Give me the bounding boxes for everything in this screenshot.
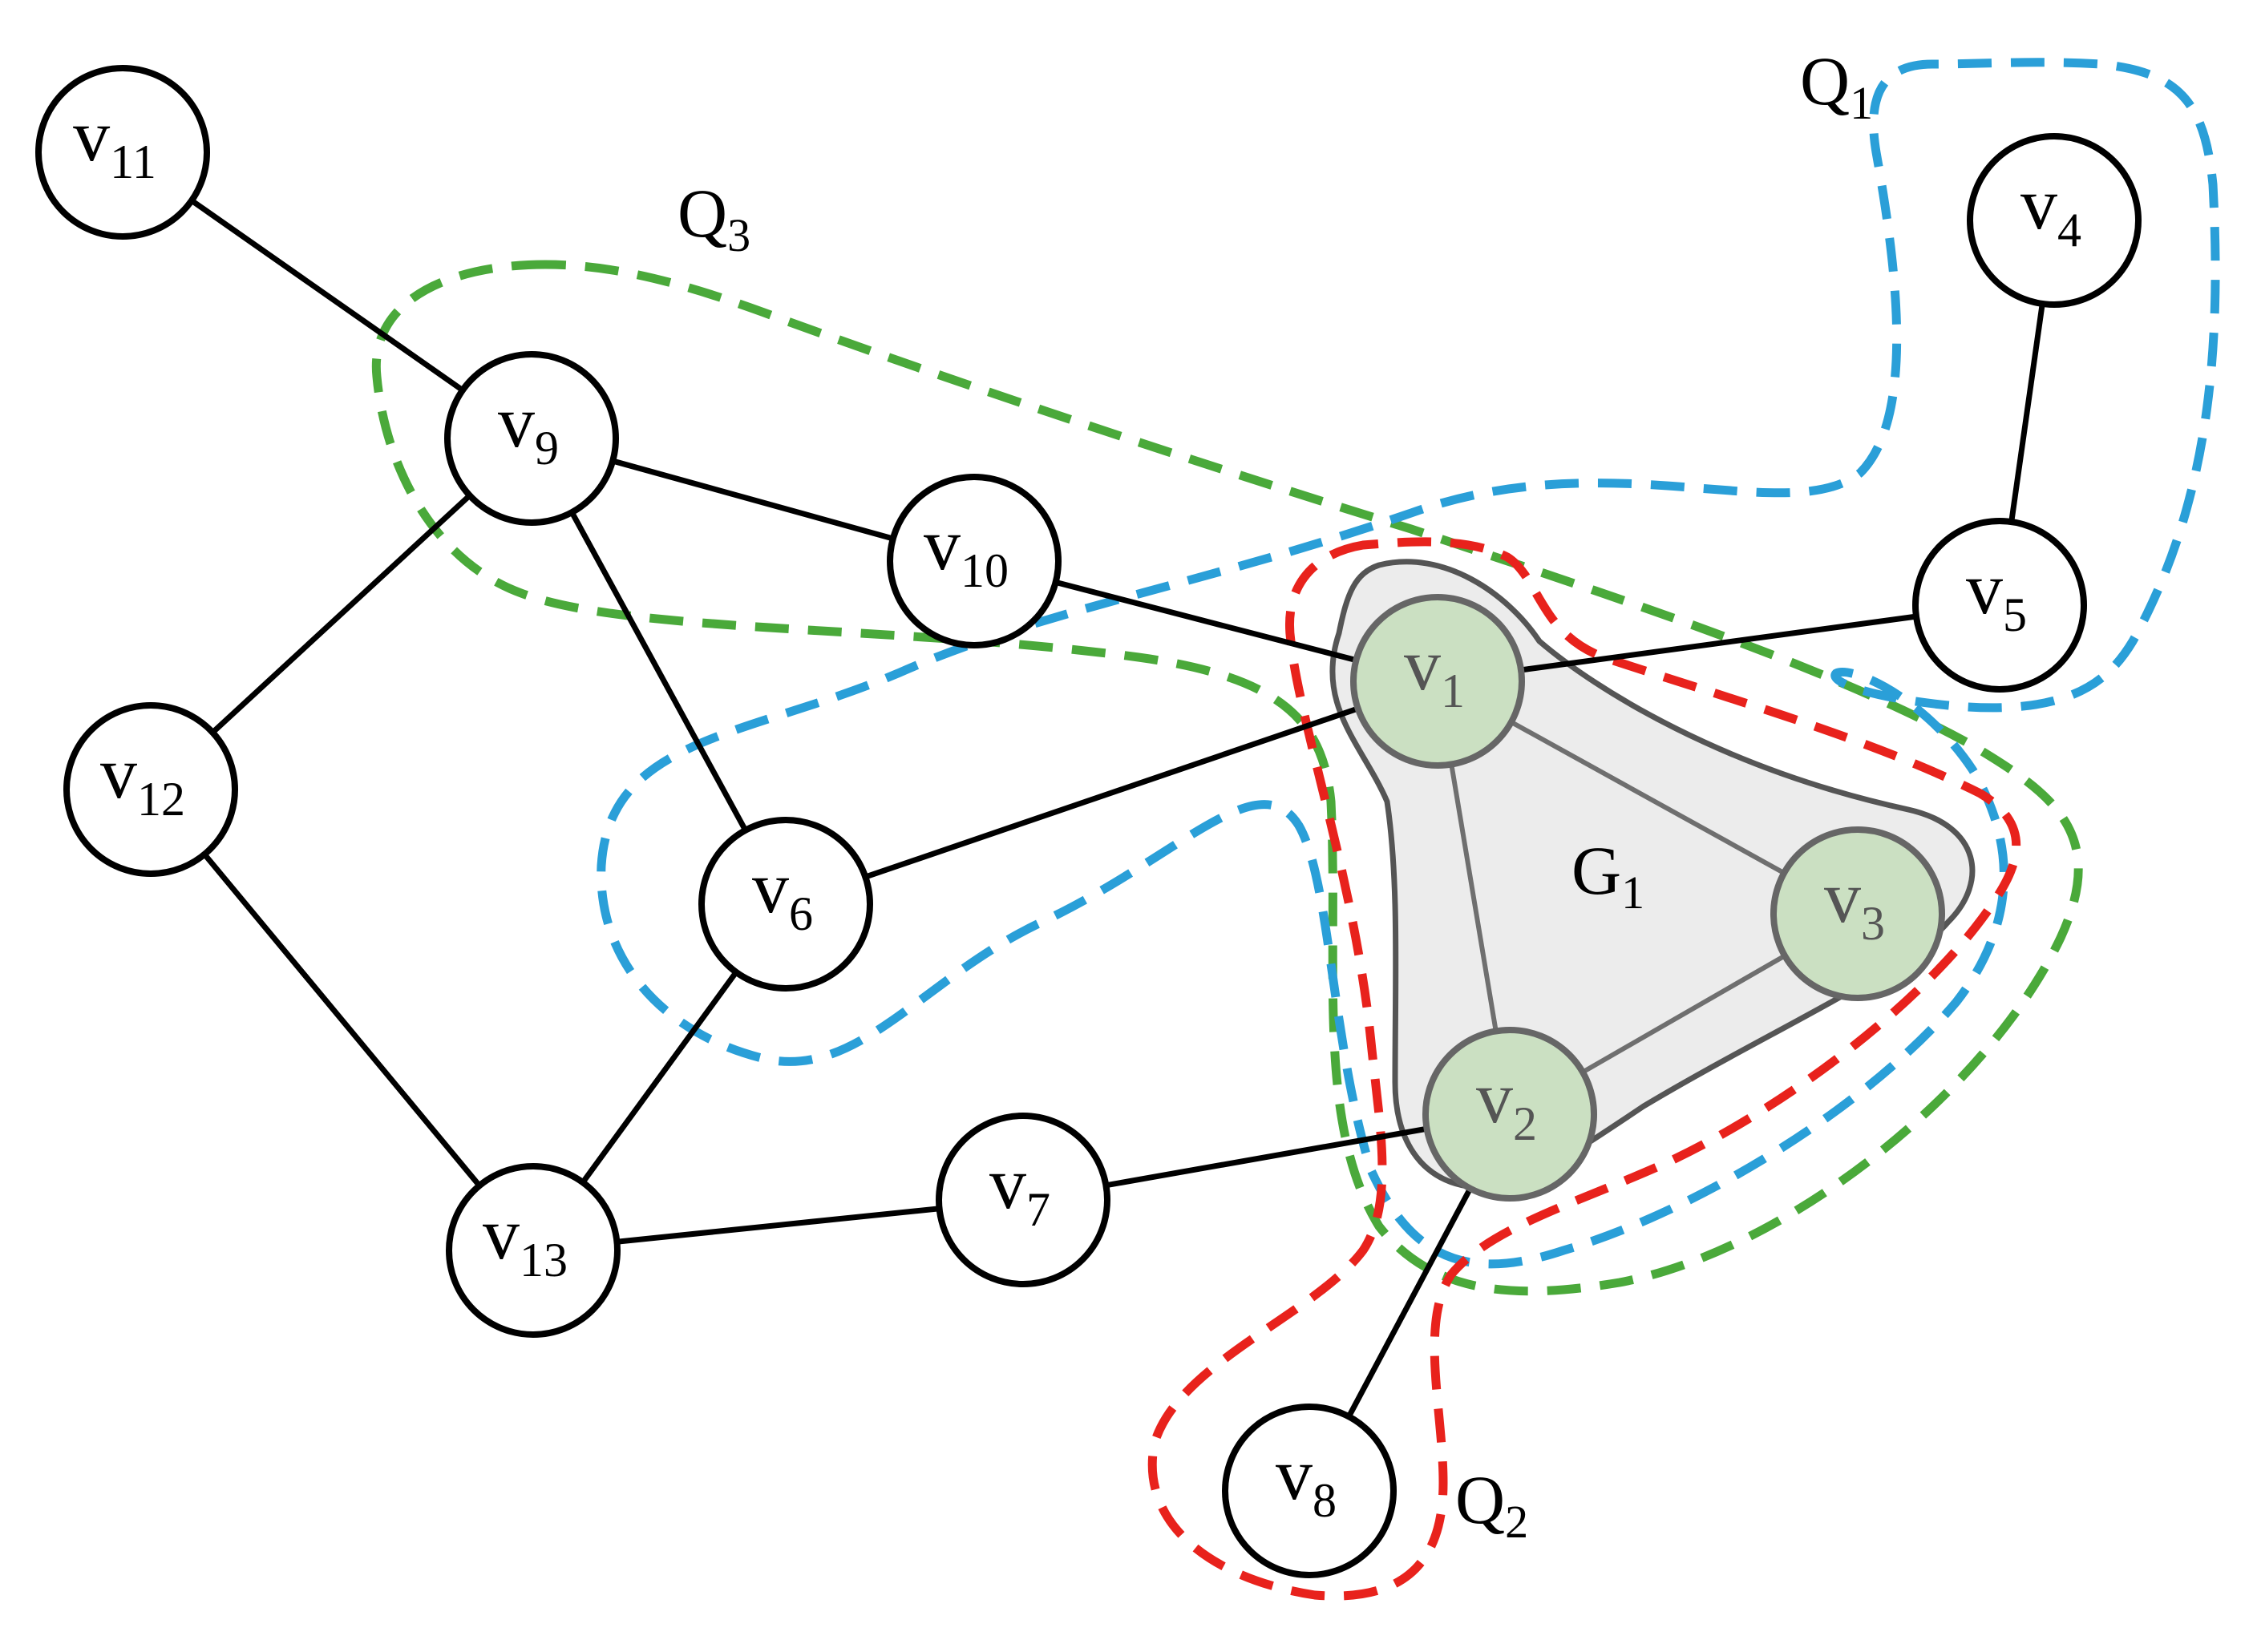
q1-label-sub: 1 [1850, 77, 1873, 129]
node-v11-label-sub: 11 [110, 135, 156, 188]
node-v12-label: v12 [100, 732, 185, 826]
node-v5: v5 [1912, 518, 2087, 693]
node-v4: v4 [1967, 133, 2142, 308]
node-v4-circle [1967, 133, 2142, 308]
node-v7-label: v7 [989, 1142, 1050, 1236]
node-v1-label: v1 [1404, 624, 1465, 717]
node-v5-label-base: v [1966, 547, 2003, 629]
node-v7-label-base: v [989, 1142, 1026, 1224]
node-v8-label-base: v [1276, 1433, 1313, 1515]
edge-v1-v5 [1437, 602, 2000, 685]
node-v13-label-sub: 13 [520, 1234, 568, 1286]
q1-label: Q1 [1800, 42, 1873, 129]
node-v2-circle [1422, 1027, 1597, 1202]
node-v6: v6 [698, 817, 873, 992]
node-v6-label-sub: 6 [789, 887, 813, 940]
node-v11-label: v11 [73, 95, 156, 188]
node-v11: v11 [35, 65, 210, 240]
node-v3-circle [1770, 826, 1945, 1001]
node-v1-circle [1350, 594, 1525, 769]
node-v7: v7 [936, 1113, 1110, 1287]
node-v7-label-sub: 7 [1026, 1183, 1050, 1236]
g1-label-base: G [1571, 832, 1621, 909]
node-v2-label-sub: 2 [1513, 1097, 1537, 1150]
node-v1: v1 [1350, 594, 1525, 769]
node-v13-label: v13 [483, 1193, 568, 1286]
node-v12-label-sub: 12 [137, 773, 185, 826]
node-v3-label: v3 [1824, 856, 1885, 950]
node-v12: v12 [63, 702, 238, 877]
node-v6-circle [698, 817, 873, 992]
node-v6-label: v6 [752, 846, 813, 940]
node-v10-circle [887, 474, 1062, 648]
node-v9-label: v9 [498, 381, 559, 475]
node-v13-circle [446, 1163, 621, 1338]
node-v4-label-base: v [2020, 163, 2057, 244]
node-v8-circle [1222, 1404, 1397, 1578]
q3-outline [371, 260, 2083, 1296]
node-v8-label-sub: 8 [1313, 1474, 1337, 1527]
q1-label-base: Q [1800, 42, 1850, 119]
node-v3-label-sub: 3 [1861, 897, 1885, 950]
node-v1-label-base: v [1404, 624, 1441, 705]
q2-label-base: Q [1455, 1461, 1505, 1538]
g1-label: G1 [1571, 832, 1644, 919]
node-v8-label: v8 [1276, 1433, 1337, 1527]
node-v13: v13 [446, 1163, 621, 1338]
node-v11-circle [35, 65, 210, 240]
node-v1-label-sub: 1 [1441, 664, 1465, 717]
node-v13-label-base: v [483, 1193, 520, 1274]
node-v10-label-sub: 10 [961, 544, 1009, 597]
edge-v9-v6 [528, 437, 789, 906]
node-v9: v9 [444, 351, 619, 526]
node-v8: v8 [1222, 1404, 1397, 1578]
node-v5-label-sub: 5 [2003, 588, 2027, 641]
edge-v1-v6 [784, 678, 1439, 907]
node-v2-label-base: v [1476, 1056, 1513, 1138]
q2-outline [1147, 537, 2021, 1601]
node-v6-label-base: v [752, 846, 789, 928]
node-v9-label-base: v [498, 381, 535, 462]
node-v5-circle [1912, 518, 2087, 693]
node-v9-circle [444, 351, 619, 526]
q2-label-sub: 2 [1505, 1496, 1528, 1548]
node-v2: v2 [1422, 1027, 1597, 1202]
q3-label: Q3 [678, 175, 750, 261]
node-v5-label: v5 [1966, 547, 2027, 641]
g1-label-sub: 1 [1621, 866, 1644, 919]
node-v12-label-base: v [100, 732, 137, 814]
node-v4-label-sub: 4 [2057, 204, 2081, 256]
node-v10: v10 [887, 474, 1062, 648]
q1-outline [597, 58, 2220, 1269]
node-v4-label: v4 [2020, 163, 2081, 256]
q2-label: Q2 [1455, 1461, 1528, 1548]
edge-v12-v13 [148, 787, 536, 1253]
node-v9-label-sub: 9 [535, 422, 559, 475]
node-v11-label-base: v [73, 95, 110, 176]
node-v10-label: v10 [924, 503, 1009, 597]
node-v10-label-base: v [924, 503, 961, 585]
node-v3: v3 [1770, 826, 1945, 1001]
q3-label-base: Q [678, 175, 727, 252]
node-v2-label: v2 [1476, 1056, 1537, 1150]
node-v3-label-base: v [1824, 856, 1861, 938]
node-v7-circle [936, 1113, 1110, 1287]
q3-label-sub: 3 [727, 209, 750, 261]
node-v12-circle [63, 702, 238, 877]
